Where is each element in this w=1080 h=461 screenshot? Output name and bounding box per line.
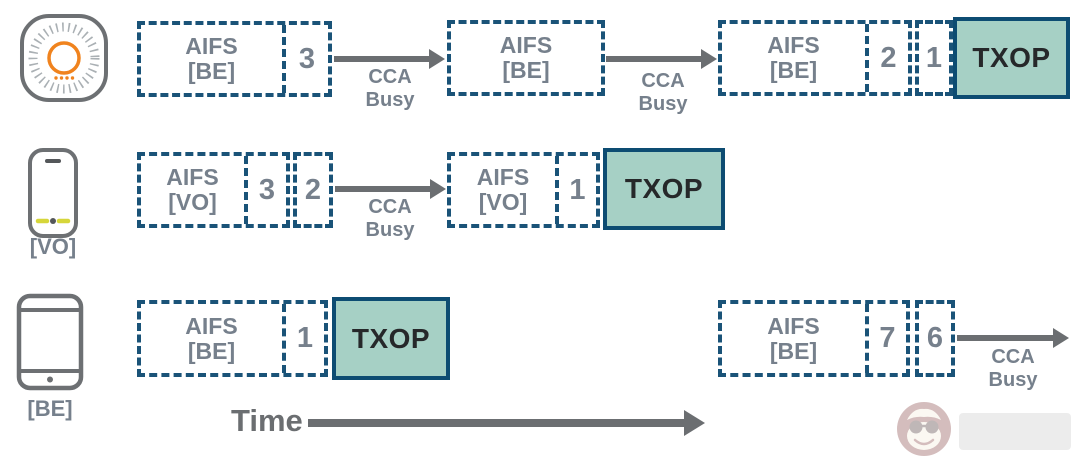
- device-label: [VO]: [29, 234, 77, 259]
- aifs-text: AIFS: [185, 33, 238, 59]
- txop-box: TXOP: [953, 17, 1070, 99]
- aifs-label: AIFS [BE]: [767, 32, 820, 83]
- aifs-box: AIFS [BE] 3: [137, 21, 332, 97]
- time-axis-arrow: [308, 419, 686, 427]
- cca-busy-label: CCA Busy: [365, 66, 415, 111]
- aifs-label: AIFS [BE]: [499, 32, 553, 83]
- phone-icon: [28, 148, 78, 238]
- txop-box: TXOP: [603, 148, 725, 230]
- access-point-icon: [20, 14, 108, 102]
- backoff-count: 3: [282, 25, 328, 93]
- arrow: [957, 335, 1054, 341]
- tablet-icon: [16, 293, 84, 391]
- cca-busy-label: CCA Busy: [988, 346, 1038, 391]
- cca-busy-label: CCA Busy: [638, 70, 688, 115]
- backoff-slot: 6: [915, 300, 955, 377]
- time-axis-label: Time: [231, 403, 303, 438]
- aifs-box: AIFS [VO] 3: [137, 152, 290, 228]
- backoff-count: 1: [555, 156, 596, 224]
- aifs-box: AIFS [BE] 7: [718, 300, 910, 377]
- backoff-count: 2: [865, 24, 908, 92]
- backoff-slot: 2: [293, 152, 333, 228]
- arrow: [606, 56, 702, 62]
- txop-box: TXOP: [332, 297, 450, 380]
- aifs-label: AIFS [BE]: [141, 25, 282, 93]
- arrow: [334, 56, 430, 62]
- backoff-count: 3: [244, 156, 286, 224]
- cca-busy-label: CCA Busy: [365, 196, 415, 241]
- aifs-label: AIFS [BE]: [767, 312, 820, 364]
- backoff-slot: 1: [915, 20, 953, 96]
- aifs-box: AIFS [VO] 1: [447, 152, 600, 228]
- access-category-text: [BE]: [187, 58, 236, 84]
- aifs-label: AIFS [BE]: [185, 312, 238, 364]
- aifs-box: AIFS [BE]: [447, 20, 605, 96]
- aifs-box: AIFS [BE] 2: [718, 20, 912, 96]
- aifs-label: AIFS [VO]: [166, 164, 219, 215]
- backoff-count: 1: [282, 304, 324, 373]
- device-label: [BE]: [27, 396, 73, 421]
- aifs-label: AIFS [VO]: [476, 164, 530, 215]
- aifs-box: AIFS [BE] 1: [137, 300, 328, 377]
- backoff-count: 7: [865, 304, 906, 373]
- watermark-logo: [897, 402, 1071, 456]
- arrow: [335, 186, 431, 192]
